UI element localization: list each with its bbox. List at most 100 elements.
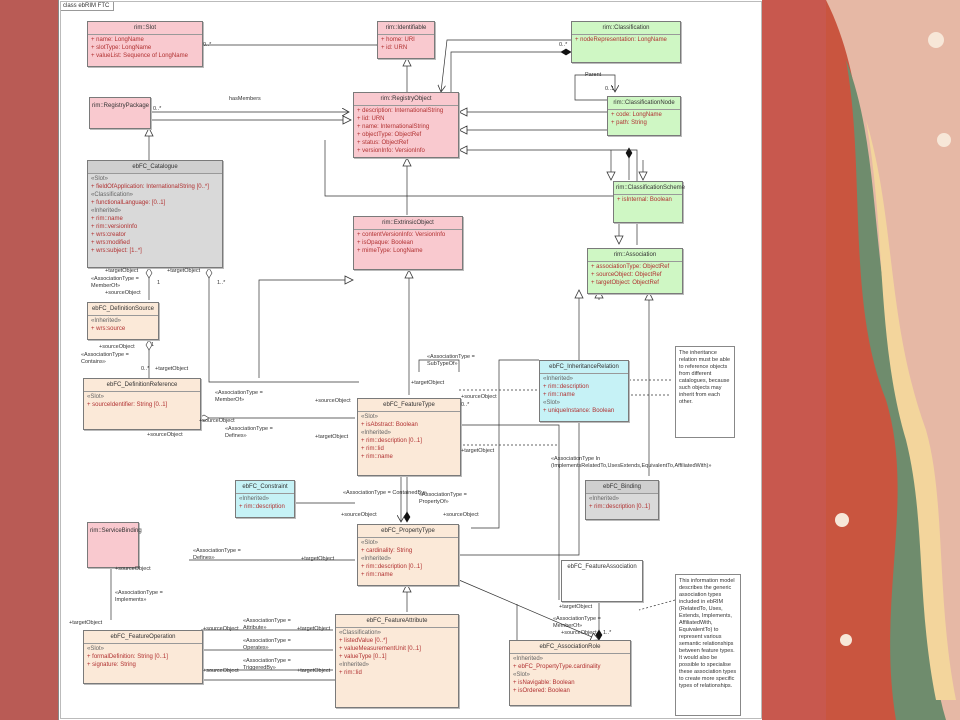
class-inheritance-relation-attributes: «Inherited» + rim::description + rim::na… (540, 373, 628, 416)
class-definition-reference[interactable]: ebFC_DefinitionReference «Slot» + source… (83, 378, 201, 430)
class-definition-reference-attributes: «Slot» + sourceIdentifier: String [0..1] (84, 391, 200, 410)
class-slot[interactable]: rim::Slot + name: LongName + slotType: L… (87, 21, 203, 67)
class-classification-node[interactable]: rim::ClassificationNode + code: LongName… (607, 96, 681, 136)
class-catalogue-attr: + rim::versionInfo (91, 224, 138, 230)
class-extrinsic-object[interactable]: rim::ExtrinsicObject + contentVersionInf… (353, 216, 463, 270)
stereotype-label: «Slot» (361, 414, 379, 420)
role-label: +targetObject (301, 556, 335, 562)
class-catalogue-attr: + wrs:creator (91, 232, 126, 238)
class-registry-object-attr: + description: InternationalString (357, 108, 444, 114)
class-registry-object-attr: + status: ObjectRef (357, 140, 409, 146)
class-catalogue-name: ebFC_Catalogue (88, 161, 222, 173)
class-feature-attribute[interactable]: ebFC_FeatureAttribute «Classification» +… (335, 614, 459, 708)
class-binding-name: ebFC_Binding (586, 481, 658, 493)
class-definition-source-name: ebFC_DefinitionSource (91, 306, 155, 312)
class-classification[interactable]: rim::Classification + nodeRepresentation… (571, 21, 681, 63)
class-binding[interactable]: ebFC_Binding «Inherited» + rim::descript… (585, 480, 659, 520)
class-classification-node-attr: + code: LongName (611, 112, 662, 118)
class-feature-operation[interactable]: ebFC_FeatureOperation «Slot» + formalDef… (83, 630, 203, 684)
class-feature-association[interactable]: ebFC_FeatureAssociation (561, 560, 643, 602)
class-association-role-attr: + isOrdered: Boolean (513, 688, 570, 694)
stereotype-label: «Slot» (87, 394, 105, 400)
stereotype-label: «AssociationType = Contains» (81, 352, 129, 365)
class-feature-attribute-attr: + valueMeasurementUnit [0..1] (339, 646, 421, 652)
class-property-type-attr: + rim::name (361, 572, 393, 578)
class-constraint-attr: + rim::description (239, 504, 285, 510)
class-feature-type-attr: + rim::lid (361, 446, 384, 452)
stereotype-label: «Slot» (87, 646, 105, 652)
class-classification-node-attr: + path: String (611, 120, 647, 126)
class-classification-attributes: + nodeRepresentation: LongName (572, 34, 680, 45)
stereotype-label: «AssociationType = MemberOf» (553, 616, 601, 629)
stereotype-label: «Inherited» (239, 496, 270, 502)
class-association-attr: + sourceObject: ObjectRef (591, 272, 662, 278)
class-service-binding[interactable]: rim::ServiceBinding (87, 522, 142, 568)
class-extrinsic-object-attr: + contentVersionInfo: VersionInfo (357, 232, 446, 238)
class-extrinsic-object-attributes: + contentVersionInfo: VersionInfo + isOp… (354, 229, 462, 256)
class-association[interactable]: rim::Association + associationType: Obje… (587, 248, 683, 294)
stereotype-label: «Slot» (91, 176, 109, 182)
role-label: +targetObject (297, 668, 331, 674)
uml-diagram-canvas: class ebRIM FTC (58, 0, 764, 720)
class-service-binding-name: rim::ServiceBinding (90, 528, 142, 534)
class-feature-attribute-attr: + rim::lid (339, 670, 362, 676)
class-catalogue-attr: + wrs:modified (91, 240, 130, 246)
class-association-role-name: ebFC_AssociationRole (539, 644, 601, 650)
class-classification-scheme-attr: + isInternal: Boolean (617, 197, 672, 203)
class-classification-scheme[interactable]: rim::ClassificationScheme + isInternal: … (613, 181, 685, 223)
class-classification-attr: + nodeRepresentation: LongName (575, 37, 667, 43)
class-registry-object-attributes: + description: InternationalString + lid… (354, 105, 458, 156)
class-property-type-attr: + cardinality: String (361, 548, 413, 554)
role-label: +targetObject (155, 366, 189, 372)
class-property-type[interactable]: ebFC_PropertyType «Slot» + cardinality: … (357, 524, 459, 586)
role-label: +sourceObject (203, 668, 239, 674)
decorative-artwork (826, 0, 960, 720)
class-constraint[interactable]: ebFC_Constraint «Inherited» + rim::descr… (235, 480, 295, 518)
diagram-frame (60, 1, 762, 719)
stereotype-label: «AssociationType = Attribute» (243, 618, 291, 631)
class-definition-source-attributes: «Inherited» + wrs:source (88, 315, 158, 334)
class-feature-type-attr: + rim::description [0..1] (361, 438, 422, 444)
class-feature-type-attributes: «Slot» + isAbstract: Boolean «Inherited»… (358, 411, 460, 462)
class-feature-attribute-attributes: «Classification» + listedValue [0..*] + … (336, 627, 458, 678)
class-association-role[interactable]: ebFC_AssociationRole «Inherited» + ebFC_… (509, 640, 631, 706)
class-feature-type-attr: + rim::name (361, 454, 393, 460)
class-binding-attributes: «Inherited» + rim::description [0..1] (586, 493, 658, 512)
class-catalogue[interactable]: ebFC_Catalogue «Slot» + fieldOfApplicati… (87, 160, 223, 268)
stereotype-label: «Inherited» (361, 556, 392, 562)
multiplicity-label: 1 (157, 280, 161, 286)
class-registry-package[interactable]: rim::RegistryPackage (89, 97, 151, 129)
class-feature-type[interactable]: ebFC_FeatureType «Slot» + isAbstract: Bo… (357, 398, 461, 476)
stereotype-label: «Classification» (91, 192, 134, 198)
class-association-name: rim::Association (613, 252, 657, 258)
class-classification-node-attributes: + code: LongName + path: String (608, 109, 680, 128)
class-feature-operation-name: ebFC_FeatureOperation (110, 634, 176, 640)
relationship-label: Parent (585, 72, 602, 78)
class-inheritance-relation[interactable]: ebFC_InheritanceRelation «Inherited» + r… (539, 360, 629, 422)
class-inheritance-relation-attr: + rim::description (543, 384, 589, 390)
class-constraint-name: ebFC_Constraint (242, 484, 288, 490)
class-association-attr: + targetObject: ObjectRef (591, 280, 659, 286)
class-catalogue-slot-section: «Slot» + fieldOfApplication: Internation… (88, 173, 222, 256)
multiplicity-label: 0..* (461, 402, 470, 408)
decorative-bar (762, 0, 826, 720)
class-association-attr: + associationType: ObjectRef (591, 264, 670, 270)
class-identifiable[interactable]: rim::Identifiable + home: URI + id: URN (377, 21, 435, 59)
stereotype-label: «AssociationType = Defines» (225, 426, 273, 439)
class-feature-attribute-name: ebFC_FeatureAttribute (366, 618, 428, 624)
role-label: +sourceObject (443, 512, 479, 518)
stereotype-label: «Inherited» (543, 376, 574, 382)
multiplicity-label: 0..* (559, 42, 568, 48)
role-label: +sourceObject (203, 626, 239, 632)
class-extrinsic-object-attr: + isOpaque: Boolean (357, 240, 414, 246)
class-definition-source[interactable]: ebFC_DefinitionSource «Inherited» + wrs:… (87, 302, 159, 340)
role-label: +targetObject (559, 604, 593, 610)
role-label: +sourceObject (99, 344, 135, 350)
multiplicity-label: 1..* (217, 280, 226, 286)
stereotype-label: «Inherited» (91, 208, 122, 214)
class-registry-object[interactable]: rim::RegistryObject + description: Inter… (353, 92, 459, 158)
role-label: +targetObject (69, 620, 103, 626)
left-margin (0, 0, 58, 720)
stereotype-label: «AssociationType = TriggeredBy» (243, 658, 291, 671)
decorative-pattern-image (826, 0, 960, 720)
